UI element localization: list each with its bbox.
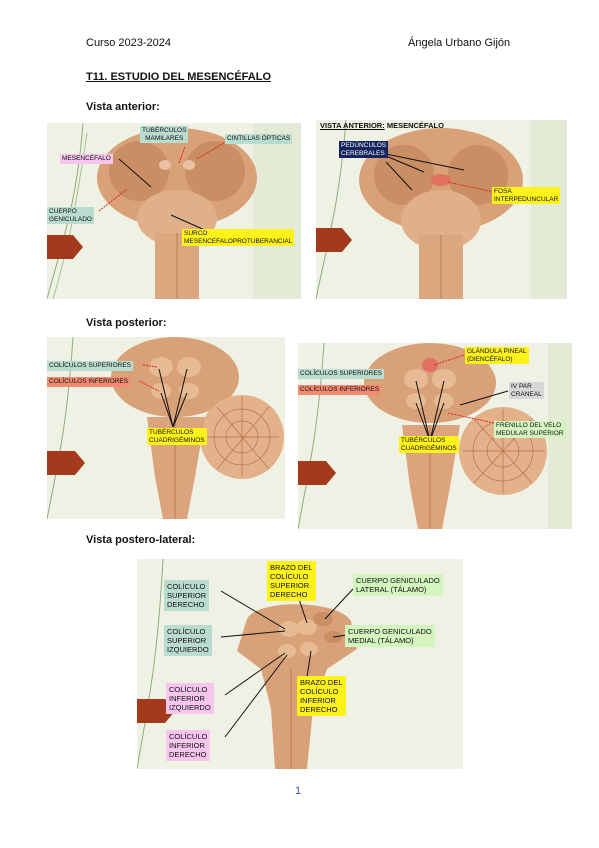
page-number: 1 bbox=[295, 785, 302, 797]
label-mesencefalo: MESENCÉFALO bbox=[60, 154, 113, 164]
section-postero-lateral-heading: Vista postero-lateral: bbox=[86, 534, 196, 546]
label-tuberculos-mamilares: TUBÉRCULOS MAMILARES bbox=[140, 126, 189, 143]
label-tuberculos-cuadrigeminos: TUBÉRCULOS CUADRIGÉMINOS bbox=[399, 436, 459, 453]
slide-marker-icon bbox=[137, 699, 175, 723]
label-coliculo-inferior-izquierdo: COLÍCULO INFERIOR IZQUIERDO bbox=[166, 683, 214, 714]
label-coliculos-superiores: COLÍCULOS SUPERIORES bbox=[298, 369, 384, 379]
label-coliculo-superior-derecho: COLÍCULO SUPERIOR DERECHO bbox=[164, 580, 210, 611]
brainstem-illustration bbox=[47, 123, 301, 299]
figure-heading-underlined: VISTA ANTERIOR: bbox=[320, 121, 385, 130]
label-cintillas-opticas: CINTILLAS ÓPTICAS bbox=[225, 134, 293, 144]
label-tuberculos-cuadrigeminos: TUBÉRCULOS CUADRIGÉMINOS bbox=[147, 428, 207, 445]
label-iv-par-craneal: IV PAR CRANEAL bbox=[509, 382, 544, 399]
label-brazo-coliculo-inferior-derecho: BRAZO DEL COLÍCULO INFERIOR DERECHO bbox=[297, 676, 346, 716]
label-coliculos-superiores: COLÍCULOS SUPERIORES bbox=[47, 361, 133, 371]
label-surco-mesencefaloprotuberancial: SURCO MESENCEFALOPROTUBERANCIAL bbox=[182, 229, 295, 246]
slide-marker-icon bbox=[316, 228, 352, 252]
author-header: Ángela Urbano Gijón bbox=[408, 37, 511, 49]
section-posterior-heading: Vista posterior: bbox=[86, 317, 167, 329]
label-brazo-coliculo-superior-derecho: BRAZO DEL COLÍCULO SUPERIOR DERECHO bbox=[267, 561, 316, 601]
slide-marker-icon bbox=[47, 451, 85, 475]
figure-postero-lateral: COLÍCULO SUPERIOR DERECHO BRAZO DEL COLÍ… bbox=[137, 559, 463, 769]
label-frenillo-velo-medular: FRENILLO DEL VELO MEDULAR SUPERIOR bbox=[494, 421, 566, 438]
label-cuerpo-geniculado: CUERPO GENICULADO bbox=[47, 207, 94, 224]
figure-heading-rest: MESENCÉFALO bbox=[384, 121, 444, 130]
label-cuerpo-geniculado-lateral: CUERPO GENICULADO LATERAL (TÁLAMO) bbox=[353, 574, 443, 596]
label-cuerpo-geniculado-medial: CUERPO GENICULADO MEDIAL (TÁLAMO) bbox=[345, 625, 435, 647]
label-glandula-pineal: GLÁNDULA PINEAL (DIENCÉFALO) bbox=[465, 347, 529, 364]
figure-anterior-1: TUBÉRCULOS MAMILARES CINTILLAS ÓPTICAS M… bbox=[47, 123, 301, 299]
label-coliculo-superior-izquierdo: COLÍCULO SUPERIOR IZQUIERDO bbox=[164, 625, 212, 656]
label-coliculo-inferior-derecho: COLÍCULO INFERIOR DERECHO bbox=[166, 730, 211, 761]
slide-marker-icon bbox=[298, 461, 336, 485]
course-header: Curso 2023-2024 bbox=[86, 37, 172, 49]
label-coliculos-inferiores: COLÍCULOS INFERIORES bbox=[298, 385, 382, 395]
figure-heading: VISTA ANTERIOR: MESENCÉFALO bbox=[318, 121, 446, 131]
figure-anterior-2: VISTA ANTERIOR: MESENCÉFALO PEDÚNCULOS C… bbox=[316, 120, 567, 299]
figure-posterior-2: COLÍCULOS SUPERIORES COLÍCULOS INFERIORE… bbox=[298, 343, 572, 529]
label-pedunculos-cerebrales: PEDÚNCULOS CEREBRALES bbox=[339, 141, 389, 158]
section-anterior-heading: Vista anterior: bbox=[86, 101, 160, 113]
label-coliculos-inferiores: COLÍCULOS INFERIORES bbox=[47, 377, 131, 387]
brainstem-illustration bbox=[316, 120, 567, 299]
slide-marker-icon bbox=[47, 235, 83, 259]
page-title: T11. ESTUDIO DEL MESENCÉFALO bbox=[86, 71, 271, 83]
figure-posterior-1: COLÍCULOS SUPERIORES COLÍCULOS INFERIORE… bbox=[47, 337, 285, 519]
label-fosa-interpeduncular: FOSA INTERPEDUNCULAR bbox=[492, 187, 561, 204]
